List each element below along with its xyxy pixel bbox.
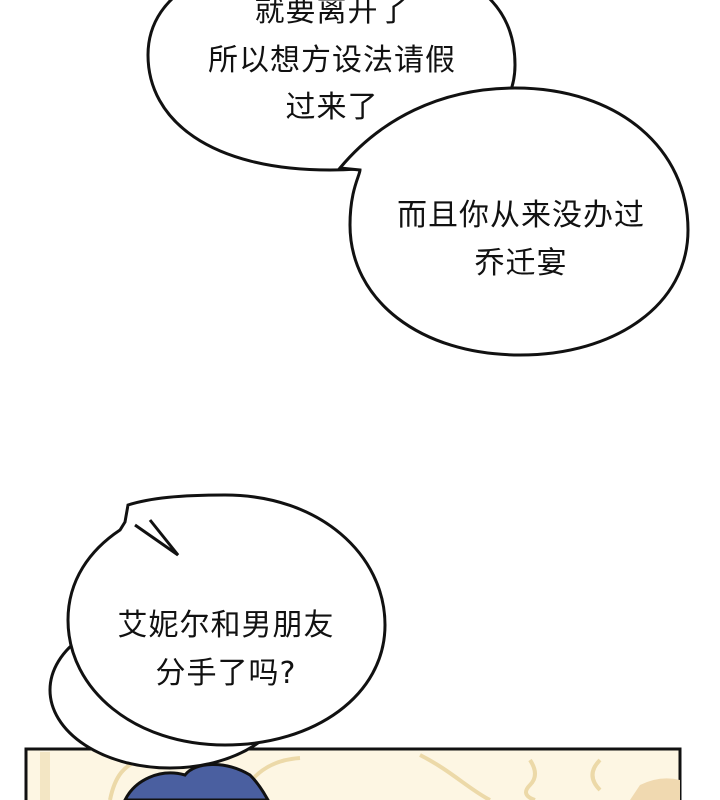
speech-bubble-3 — [66, 493, 387, 747]
bubble-2-line-2: 乔迁宴 — [474, 246, 568, 281]
bubble-3-line-2: 分手了吗? — [155, 656, 297, 691]
speech-bubble-2 — [337, 86, 690, 357]
bubble-3-line-1: 艾妮尔和男朋友 — [117, 608, 335, 643]
bubble-1-line-2: 所以想方设法请假 — [208, 43, 456, 78]
comic-panel — [24, 747, 682, 800]
hair — [123, 763, 270, 800]
bubble-2-line-1: 而且你从来没办过 — [397, 198, 645, 233]
bubble-1-line-3: 过来了 — [285, 90, 379, 125]
bubble-1-line-1: 就要离开了 — [254, 0, 410, 29]
